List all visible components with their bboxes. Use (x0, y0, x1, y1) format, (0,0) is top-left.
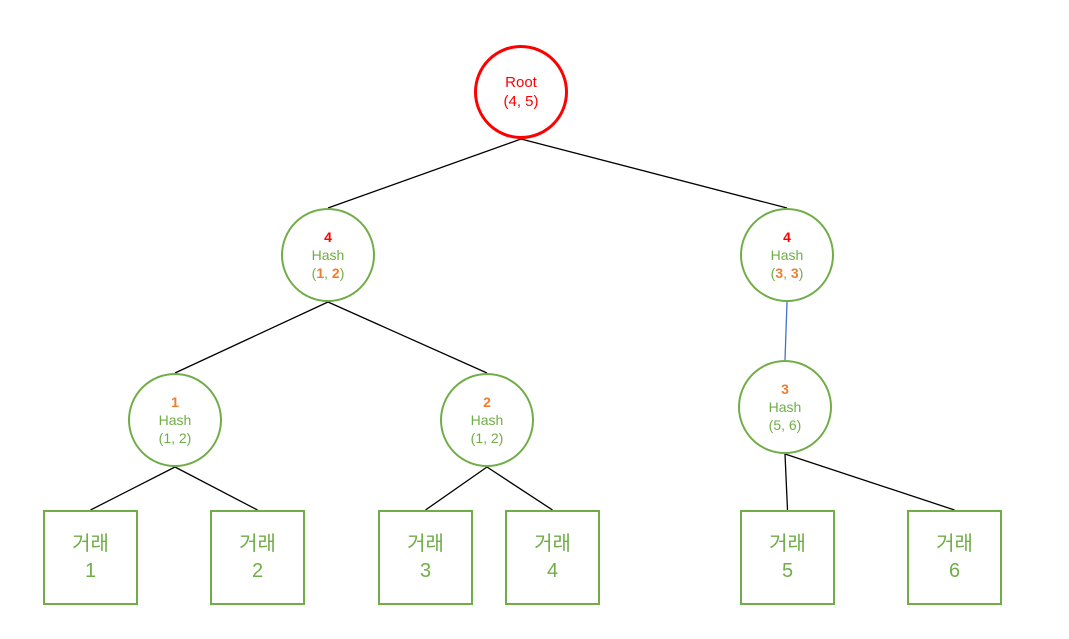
leaf-number: 1 (84, 559, 97, 582)
leaf-label: 거래 (239, 532, 276, 555)
hash-label: Hash (470, 411, 504, 428)
leaf-label: 거래 (72, 532, 109, 555)
leaf-transaction-1: 거래 1 (43, 510, 138, 605)
range-value-1: 1 (316, 265, 325, 282)
leaf-transaction-6: 거래 6 (907, 510, 1002, 605)
node-hash-4-right: 4 Hash (3, 3) (740, 208, 834, 302)
node-hash-4-left: 4 Hash (1, 2) (281, 208, 375, 302)
leaf-number: 3 (419, 559, 432, 582)
range-paren-close: ) (339, 265, 345, 282)
leaf-label: 거래 (936, 532, 973, 555)
tree-edge (327, 301, 488, 374)
tree-edge (174, 466, 258, 511)
node-number: 4 (783, 228, 791, 245)
tree-edge (784, 453, 955, 511)
hash-label: Hash (311, 246, 345, 263)
hash-label: Hash (768, 398, 802, 415)
hash-range: (3, 3) (771, 264, 804, 282)
leaf-label: 거래 (534, 532, 571, 555)
node-number: 4 (324, 228, 332, 245)
leaf-transaction-5: 거래 5 (740, 510, 835, 605)
leaf-transaction-3: 거래 3 (378, 510, 473, 605)
hash-range: (5, 6) (768, 417, 802, 434)
hash-range: (1, 2) (312, 264, 345, 282)
root-title: Root (505, 73, 537, 91)
leaf-transaction-2: 거래 2 (210, 510, 305, 605)
leaf-number: 5 (781, 559, 794, 582)
leaf-transaction-4: 거래 4 (505, 510, 600, 605)
range-paren-open: ( (311, 265, 317, 282)
hash-range: (1, 2) (158, 430, 192, 447)
range-paren-open: ( (770, 265, 776, 282)
hash-label: Hash (770, 246, 804, 263)
range-separator: , (783, 265, 791, 282)
node-hash-1: 1 Hash (1, 2) (128, 373, 222, 467)
tree-edge (784, 301, 788, 361)
node-root: Root (4, 5) (474, 45, 568, 139)
tree-edge (327, 138, 522, 209)
tree-edge (174, 301, 329, 374)
tree-edge (520, 138, 788, 209)
range-value-2: 3 (790, 265, 799, 282)
hash-range: (1, 2) (470, 430, 504, 447)
hash-label: Hash (158, 411, 192, 428)
leaf-number: 2 (251, 559, 264, 582)
root-range: (4, 5) (503, 93, 539, 110)
range-paren-close: ) (798, 265, 804, 282)
tree-edge (784, 453, 789, 511)
leaf-label: 거래 (769, 532, 806, 555)
node-hash-2: 2 Hash (1, 2) (440, 373, 534, 467)
leaf-number: 6 (948, 559, 961, 582)
leaf-number: 4 (546, 559, 559, 582)
leaf-label: 거래 (407, 532, 444, 555)
node-number: 3 (781, 380, 789, 397)
tree-edge (425, 466, 488, 511)
range-value-1: 3 (775, 265, 784, 282)
node-number: 2 (483, 393, 491, 410)
node-hash-3: 3 Hash (5, 6) (738, 360, 832, 454)
tree-edge (90, 466, 176, 511)
range-value-2: 2 (331, 265, 340, 282)
tree-edge (486, 466, 553, 511)
range-separator: , (324, 265, 332, 282)
node-number: 1 (171, 393, 179, 410)
